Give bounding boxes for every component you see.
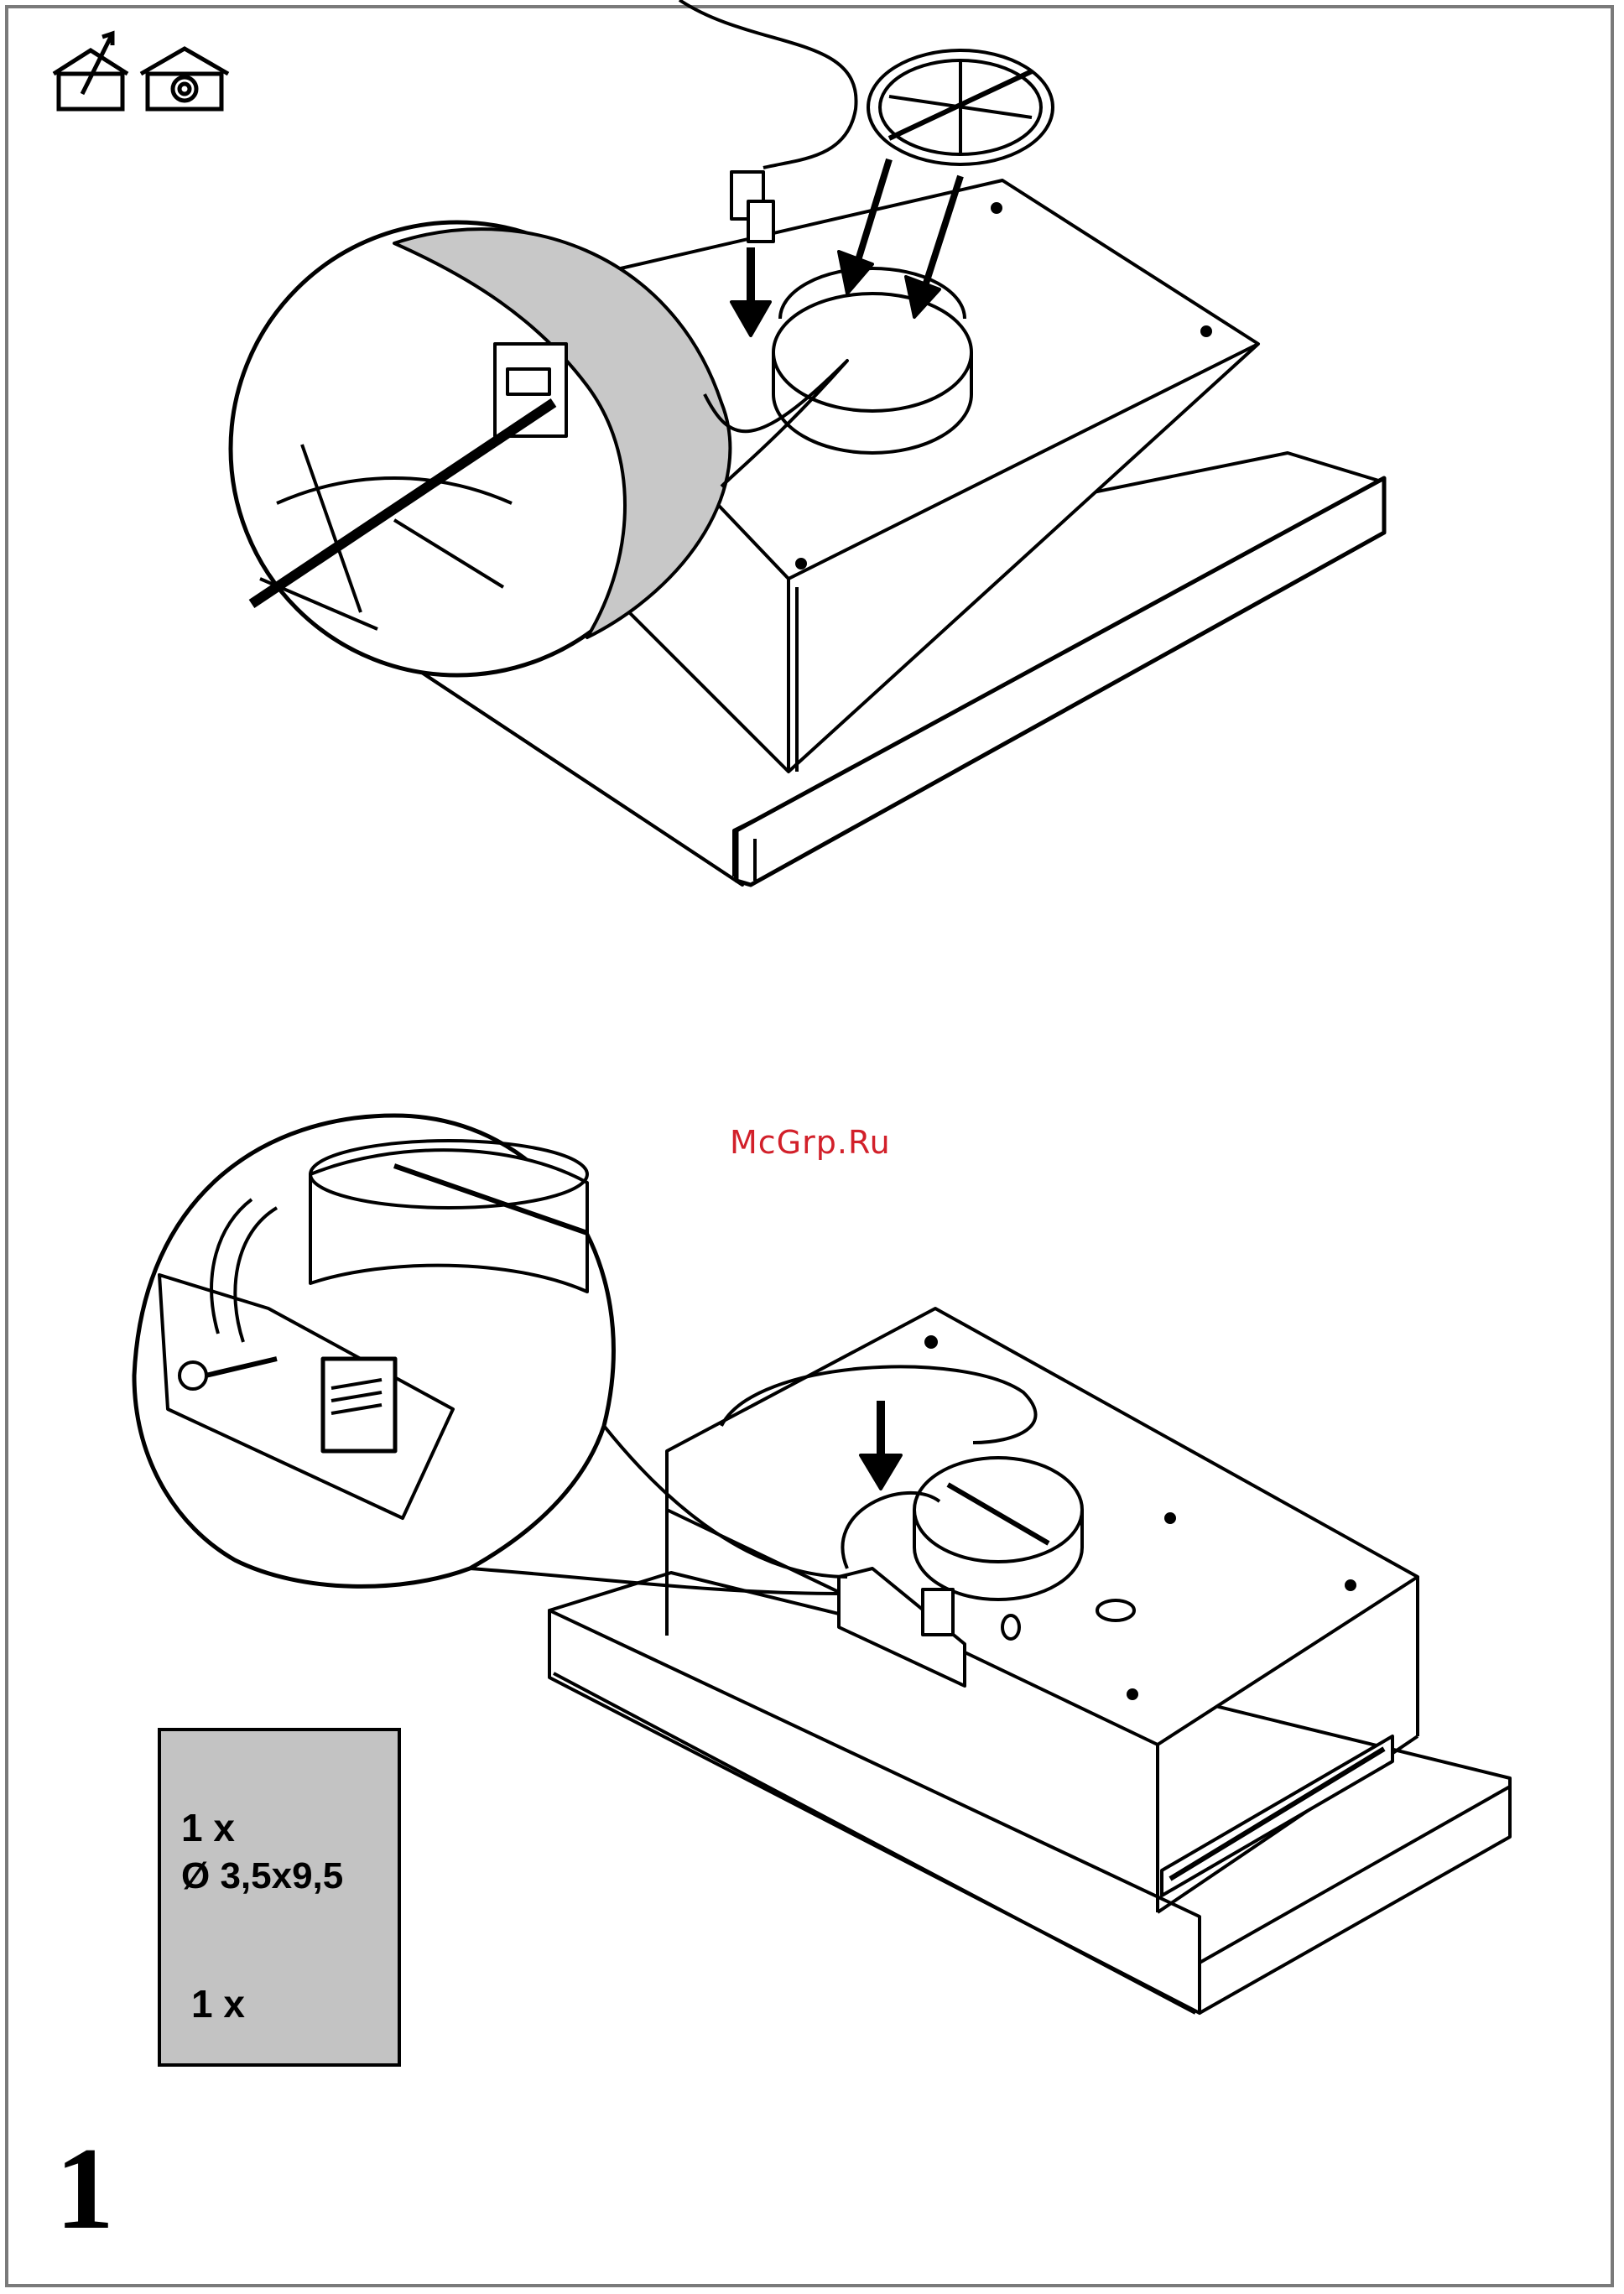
house-duct-outlet-icon xyxy=(54,34,128,109)
clip-quantity: 1 x xyxy=(191,1981,245,2026)
top-hood-drawing xyxy=(231,0,1384,885)
step-number: 1 xyxy=(55,2130,114,2248)
watermark: McGrp.Ru xyxy=(730,1124,891,1161)
screw-quantity: 1 x xyxy=(181,1805,235,1850)
screw-dimension: Ø 3,5x9,5 xyxy=(181,1855,343,1897)
house-recirculation-icon xyxy=(141,49,228,109)
parts-box: 1 x Ø 3,5x9,5 1 x xyxy=(158,1728,401,2067)
